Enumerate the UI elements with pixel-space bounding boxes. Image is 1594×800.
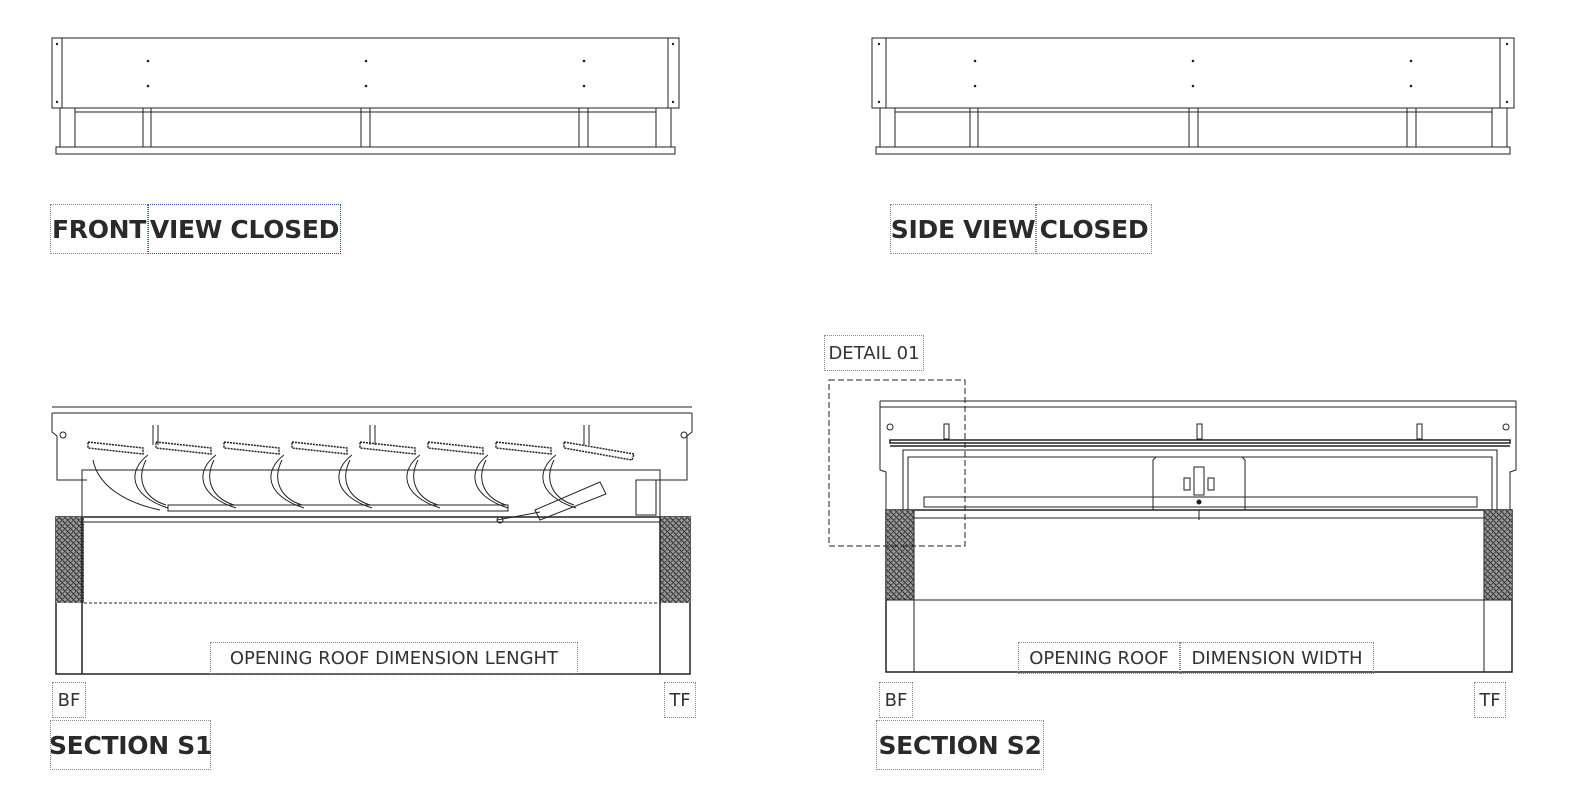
section-s1-label: SECTION S1 xyxy=(49,720,212,770)
s2-bf-label: BF xyxy=(879,682,913,718)
front-view-drawing xyxy=(51,37,680,155)
dimension-width-label: DIMENSION WIDTH xyxy=(1180,642,1374,674)
closed-label: CLOSED xyxy=(1036,204,1152,254)
view-closed-label[interactable]: VIEW CLOSED xyxy=(148,204,341,254)
s2-tf-label: TF xyxy=(1474,682,1506,718)
front-view-label: FRONT xyxy=(50,204,148,254)
s1-tf-label: TF xyxy=(664,682,696,718)
section-s1-drawing xyxy=(51,406,693,675)
detail-01-label: DETAIL 01 xyxy=(824,335,924,371)
side-view-label: SIDE VIEW xyxy=(890,204,1036,254)
section-s2-drawing xyxy=(828,379,1517,673)
section-s2-label: SECTION S2 xyxy=(876,720,1044,770)
side-view-drawing xyxy=(871,37,1515,155)
opening-roof-label: OPENING ROOF xyxy=(1018,642,1180,674)
detail-01-boundary xyxy=(828,379,966,547)
opening-roof-length-label: OPENING ROOF DIMENSION LENGHT xyxy=(210,642,578,674)
s1-bf-label: BF xyxy=(52,682,86,718)
